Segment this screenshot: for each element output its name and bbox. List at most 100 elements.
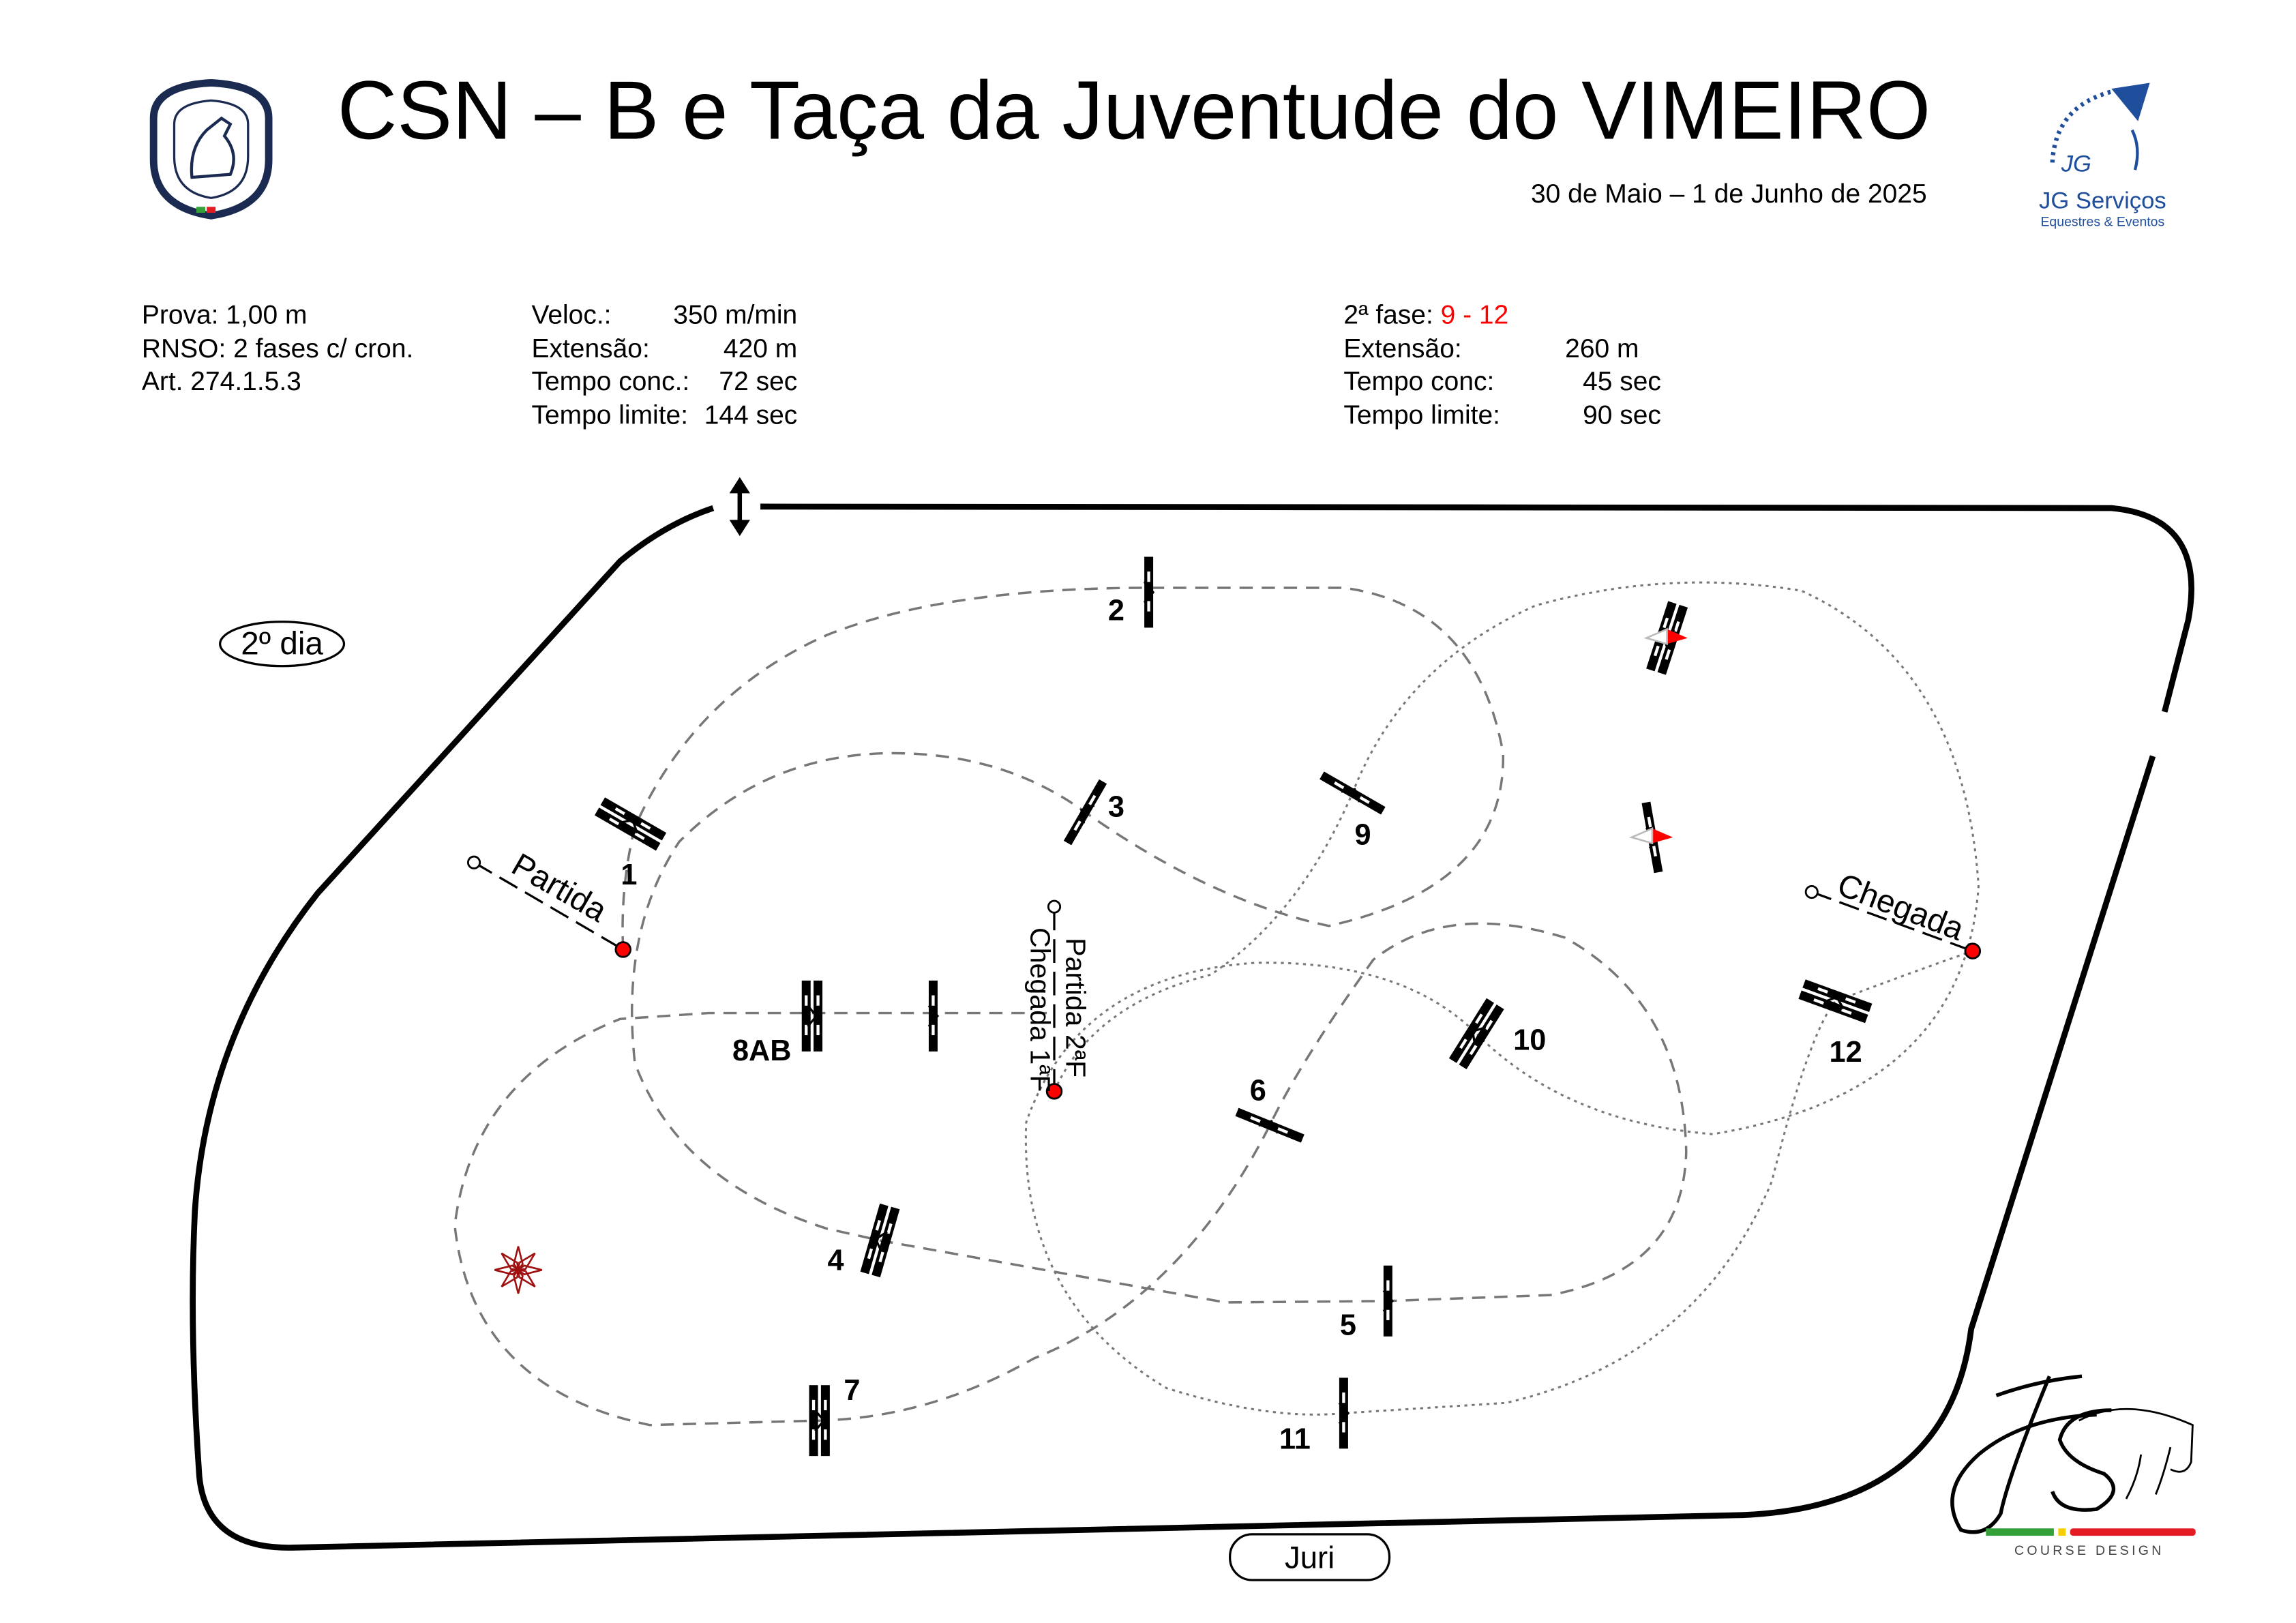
flower-decoration-icon — [494, 1246, 542, 1294]
jg-logo: JG JG Serviços Equestres & Eventos — [2039, 83, 2166, 229]
white-flag-icon — [1643, 627, 1668, 645]
obstacle-pole — [820, 1385, 830, 1457]
info-value: 144 sec — [704, 401, 798, 430]
direction-arrow-icon — [1341, 788, 1360, 803]
page-title: CSN – B e Taça da Juventude do VIMEIRO — [338, 64, 1930, 157]
info-left: Prova: 1,00 m RNSO: 2 fases c/ cron. Art… — [142, 300, 413, 396]
info-value: 420 m — [724, 334, 797, 363]
info-label: Tempo conc: — [1343, 367, 1494, 396]
obstacle — [860, 1203, 900, 1278]
obstacle-pole — [871, 1206, 900, 1278]
white-flag-icon — [1628, 827, 1654, 845]
obstacle — [1798, 979, 1873, 1024]
info-label: Tempo conc.: — [531, 367, 689, 396]
info-phase1: Veloc.: 350 m/min Extensão: 420 m Tempo … — [531, 300, 797, 430]
obstacle — [1235, 1107, 1304, 1143]
direction-arrow-icon — [927, 1004, 940, 1028]
direction-arrow-icon — [1823, 996, 1845, 1010]
finish-line: Chegada — [1804, 867, 1982, 959]
event-date: 30 de Maio – 1 de Junho de 2025 — [1531, 179, 1927, 209]
obstacle-number: 5 — [1340, 1309, 1356, 1342]
day-label-text: 2º dia — [241, 625, 323, 661]
obstacle-number: 4 — [827, 1244, 844, 1277]
obstacle — [809, 1385, 830, 1457]
obstacle-number: 7 — [844, 1374, 860, 1407]
direction-arrow-icon — [807, 1004, 818, 1028]
info-label: Extensão: — [1343, 334, 1461, 363]
obstacle — [594, 797, 667, 851]
jg-monogram: JG — [2061, 151, 2091, 177]
info-line: Prova: 1,00 m — [142, 300, 308, 329]
obstacle — [927, 980, 940, 1052]
info-value: 260 m — [1565, 334, 1639, 363]
obstacle-number: 9 — [1355, 819, 1371, 852]
obstacle-number: 10 — [1513, 1024, 1546, 1057]
direction-arrow-icon — [618, 818, 638, 834]
obstacle-pole — [860, 1203, 889, 1275]
obstacle-number: 6 — [1250, 1074, 1266, 1107]
info-line: Art. 274.1.5.3 — [142, 367, 301, 396]
jg-subtitle: Equestres & Eventos — [2040, 214, 2164, 229]
direction-arrow-icon — [874, 1230, 888, 1253]
route-phase1 — [453, 586, 1688, 1427]
info-phase2: 2ª fase: 9 - 12 Extensão: 260 m Tempo co… — [1343, 300, 1661, 430]
jury-label: Juri — [1285, 1540, 1335, 1575]
center-start-finish-line: Partida 2ªF Chegada 1ªF — [1024, 899, 1091, 1100]
obstacle-pole — [1383, 1265, 1392, 1337]
direction-arrow-icon — [1338, 1402, 1350, 1425]
svg-text:2ª fase: 9 - 12: 2ª fase: 9 - 12 — [1343, 300, 1508, 329]
info-value: 90 sec — [1583, 401, 1661, 430]
red-flag-icon — [1667, 629, 1688, 644]
info-value: 72 sec — [719, 367, 797, 396]
obstacle-pole — [801, 980, 811, 1052]
obstacle — [1382, 1265, 1394, 1337]
info-label: Tempo limite: — [531, 401, 688, 430]
info-label: Tempo limite: — [1343, 401, 1500, 430]
day-label: 2º dia — [219, 621, 346, 668]
obstacle-number: 2 — [1108, 595, 1124, 627]
obstacle-pole — [1320, 771, 1386, 815]
obstacle-pole — [1802, 979, 1873, 1012]
entrance-arrow-icon — [729, 477, 750, 537]
direction-arrow-icon — [814, 1409, 826, 1432]
obstacle — [1063, 779, 1107, 846]
direction-arrow-icon — [1258, 1120, 1279, 1134]
info-value: 45 sec — [1583, 367, 1661, 396]
obstacle-number: 12 — [1830, 1036, 1862, 1069]
center-finish-label: Chegada 1ªF — [1024, 927, 1056, 1092]
obstacle-number: 1 — [621, 859, 637, 891]
obstacle-pole — [809, 1385, 818, 1457]
obstacle-number: 3 — [1108, 791, 1124, 824]
obstacle-pole — [1235, 1107, 1304, 1143]
info-label: Extensão: — [531, 334, 649, 363]
jury-box: Juri — [1229, 1533, 1391, 1581]
obstacle-pole — [928, 980, 938, 1052]
obstacle-number: 11 — [1279, 1423, 1311, 1455]
obstacle-number: 8AB — [732, 1034, 792, 1067]
start-label: Partida — [506, 846, 614, 929]
info-label: Veloc.: — [531, 300, 611, 329]
fep-logo — [149, 79, 273, 220]
obstacle-pole — [1144, 556, 1154, 628]
obstacle-pole — [1798, 990, 1868, 1024]
direction-arrow-icon — [1471, 1026, 1487, 1045]
obstacle — [1338, 1378, 1350, 1449]
js-subtitle: COURSE DESIGN — [2014, 1543, 2164, 1558]
js-course-design-logo: COURSE DESIGN — [1950, 1374, 2196, 1558]
direction-arrow-icon — [1079, 804, 1095, 824]
obstacle — [801, 980, 823, 1052]
obstacle-pole — [814, 980, 823, 1052]
arena-boundary — [190, 503, 2194, 1551]
direction-arrow-icon — [1143, 581, 1155, 604]
red-flag-icon — [1652, 828, 1673, 844]
obstacle-pole — [1063, 779, 1107, 846]
phase2-range: 9 - 12 — [1441, 300, 1509, 329]
direction-arrow-icon — [1382, 1290, 1394, 1313]
info-line: RNSO: 2 fases c/ cron. — [142, 334, 413, 363]
center-start-label: Partida 2ªF — [1060, 938, 1091, 1077]
finish-label: Chegada — [1832, 867, 1969, 948]
obstacle — [1448, 998, 1504, 1069]
phase2-label: 2ª fase: — [1343, 300, 1433, 329]
